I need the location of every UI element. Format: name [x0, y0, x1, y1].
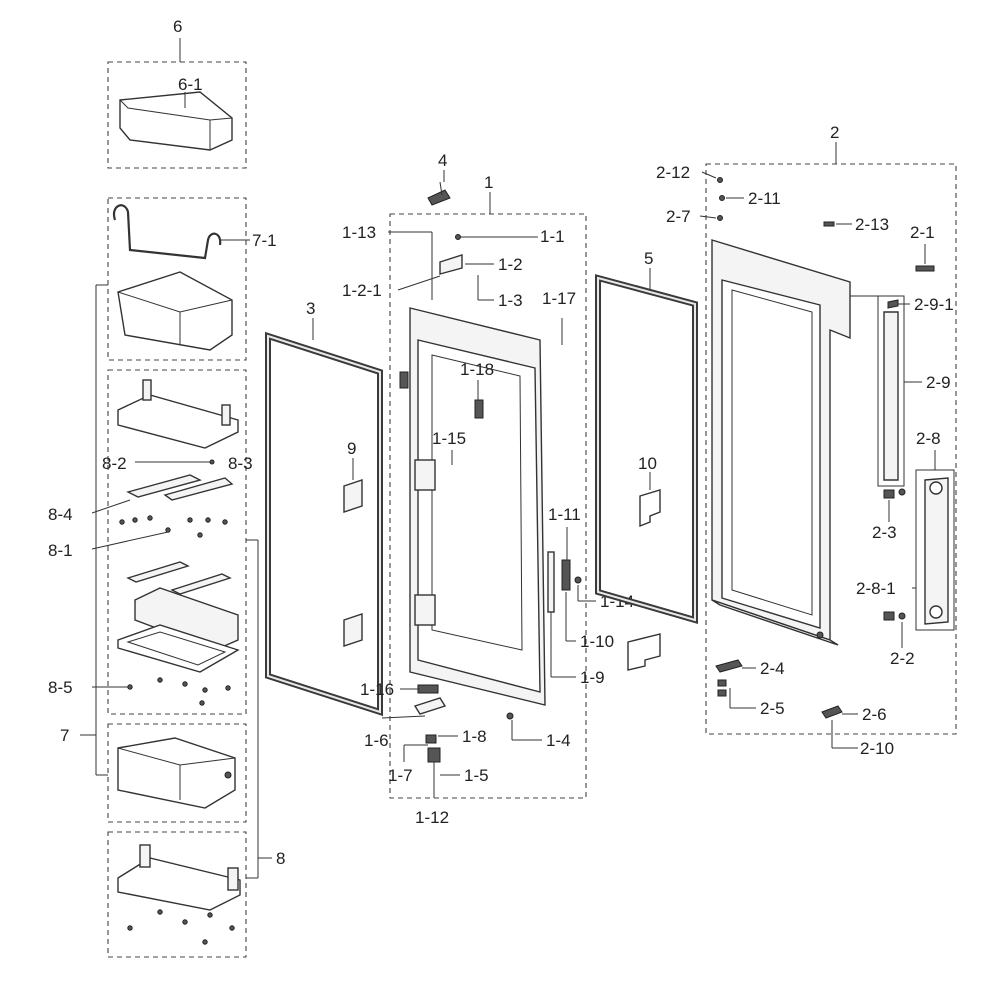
label-8-5: 8-5 — [48, 678, 73, 697]
label-1-15: 1-15 — [432, 429, 466, 448]
door-gasket-3 — [265, 331, 383, 717]
label-1-2: 1-2 — [498, 255, 523, 274]
inner-door-liner — [399, 307, 546, 706]
group-7-bottom-bin — [107, 723, 247, 823]
door-assembly-2-frame — [705, 142, 957, 735]
label-9: 9 — [347, 439, 356, 458]
block-10 — [627, 489, 661, 671]
door-bin-7 — [117, 271, 233, 351]
label-1-3: 1-3 — [498, 291, 523, 310]
label-2-6: 2-6 — [862, 705, 887, 724]
group-6: 6 6-1 — [107, 17, 247, 169]
label-1-7: 1-7 — [388, 766, 413, 785]
label-2-8: 2-8 — [916, 429, 941, 448]
label-1-17: 1-17 — [542, 289, 576, 308]
label-2-5: 2-5 — [760, 699, 785, 718]
label-1-1: 1-1 — [540, 227, 565, 246]
label-8: 8 — [276, 849, 285, 868]
screws-8-1 — [119, 515, 228, 538]
label-5: 5 — [644, 249, 653, 268]
label-1-16: 1-16 — [360, 680, 394, 699]
label-1-5: 1-5 — [464, 766, 489, 785]
tray-cover — [117, 379, 239, 449]
label-2-13: 2-13 — [855, 215, 889, 234]
hinge-cover-4 — [427, 181, 451, 206]
door-assembly-1-frame — [389, 192, 587, 799]
label-2-10: 2-10 — [860, 739, 894, 758]
handle-brackets — [883, 488, 906, 621]
outer-door-panel — [711, 239, 851, 646]
label-1-6: 1-6 — [364, 731, 389, 750]
group-8-tray-assembly: 8-2 8-3 8-4 8-1 8-5 — [48, 369, 253, 715]
label-2-9: 2-9 — [926, 373, 951, 392]
label-10: 10 — [638, 454, 657, 473]
label-2-12: 2-12 — [656, 163, 690, 182]
door-gasket-5 — [595, 274, 698, 624]
label-2-8-1: 2-8-1 — [856, 579, 896, 598]
tray-frame — [117, 587, 240, 673]
tray-slide-rails — [126, 474, 234, 595]
group-8-bottom-shelf — [107, 831, 247, 958]
label-8-2: 8-2 — [102, 454, 127, 473]
label-2-9-1: 2-9-1 — [914, 295, 954, 314]
label-8-1: 8-1 — [48, 541, 73, 560]
label-1-18: 1-18 — [460, 360, 494, 379]
label-1-10: 1-10 — [580, 632, 614, 651]
label-2-7: 2-7 — [666, 207, 691, 226]
label-1: 1 — [484, 173, 493, 192]
label-1-12: 1-12 — [415, 808, 449, 827]
label-3: 3 — [306, 299, 315, 318]
bottom-hardware-2 — [715, 659, 843, 719]
label-1-2-1: 1-2-1 — [342, 281, 382, 300]
label-2-11: 2-11 — [748, 189, 781, 208]
top-hinge-1-2 — [439, 254, 463, 275]
bracket-9 — [343, 479, 363, 647]
trim-strip-2-9 — [877, 295, 905, 487]
label-2-3: 2-3 — [872, 523, 897, 542]
label-7: 7 — [60, 726, 69, 745]
label-2: 2 — [830, 123, 839, 142]
label-8-3: 8-3 — [228, 454, 253, 473]
label-4: 4 — [438, 151, 447, 170]
label-2-1: 2-1 — [910, 223, 935, 242]
door-bin-6-1 — [119, 91, 233, 151]
label-6: 6 — [173, 17, 182, 36]
screws-8-5 — [127, 677, 231, 706]
top-hardware-2 — [717, 177, 935, 272]
bottom-hinge-parts — [413, 697, 514, 763]
label-6-1: 6-1 — [178, 75, 203, 94]
label-1-13: 1-13 — [342, 223, 376, 242]
handle-2-8 — [915, 469, 955, 631]
label-1-8: 1-8 — [462, 727, 487, 746]
door-handle-hinge-parts — [547, 551, 582, 613]
label-7-1: 7-1 — [252, 231, 277, 250]
group-7-top-bin: 7-1 — [107, 197, 277, 361]
label-1-4: 1-4 — [546, 731, 571, 750]
label-2-2: 2-2 — [890, 649, 915, 668]
label-8-4: 8-4 — [48, 505, 73, 524]
label-2-4: 2-4 — [760, 659, 785, 678]
label-1-11: 1-11 — [548, 505, 581, 524]
label-1-9: 1-9 — [580, 668, 605, 687]
